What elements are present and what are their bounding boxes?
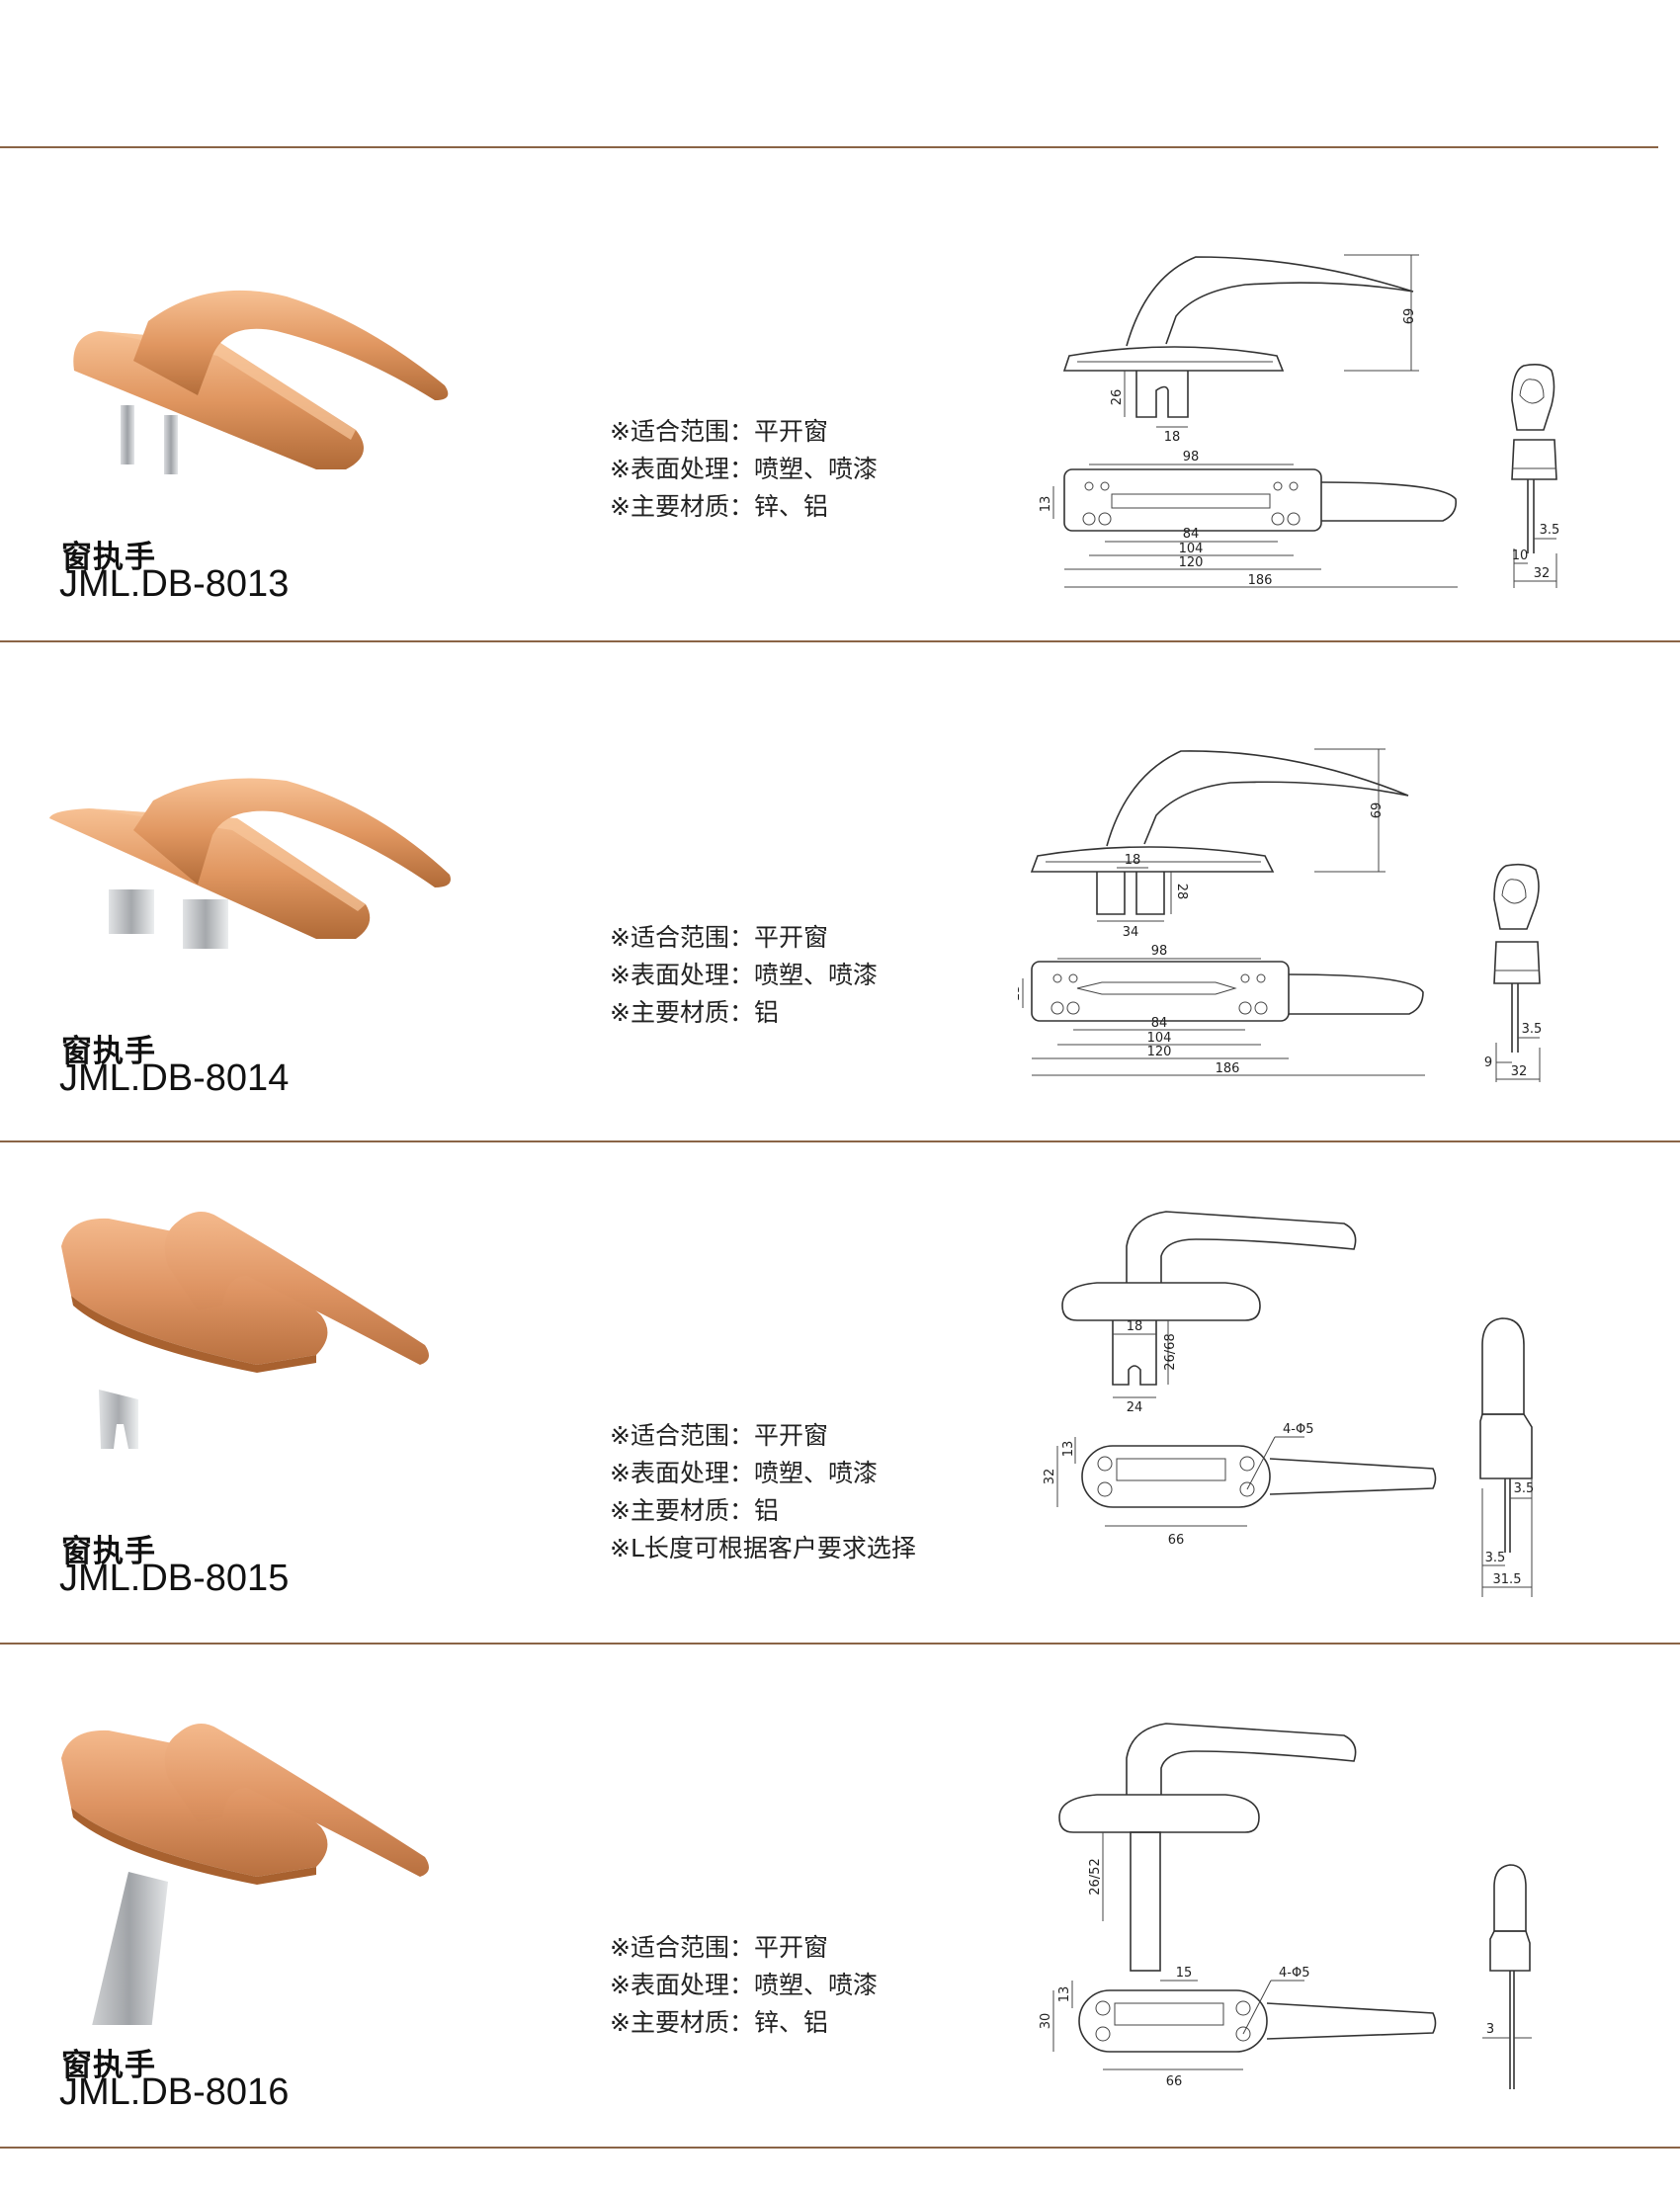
dim-holes: 4-Φ5	[1279, 1966, 1309, 1981]
spec-item: ※适合范围：平开窗	[610, 923, 828, 952]
dim-side-a: 3.5	[1522, 1022, 1543, 1037]
dim-spindle-width: 18	[1164, 430, 1181, 445]
dim-spindle-width: 15	[1176, 1966, 1193, 1981]
spec-item: ※表面处理：喷塑、喷漆	[610, 1459, 878, 1487]
spec-item: ※主要材质：锌、铝	[610, 492, 828, 521]
dim-plate-width: 30	[1039, 2013, 1053, 2030]
product-code: JML.DB-8013	[59, 563, 290, 605]
spec-item: ※表面处理：喷塑、喷漆	[610, 455, 878, 483]
dim-84: 84	[1151, 1016, 1168, 1031]
dim-side-b: 10	[1512, 548, 1529, 563]
dim-base-width: 24	[1127, 1400, 1143, 1415]
product-photo-8014	[49, 778, 451, 949]
product-category: 窗执手	[61, 1534, 156, 1569]
section-divider	[0, 2147, 1680, 2149]
product-photo-8013	[73, 290, 449, 474]
dim-plate-height: 13	[1057, 1986, 1072, 2003]
dim-base-width: 34	[1123, 925, 1139, 940]
dim-hole-span: 66	[1168, 1533, 1185, 1548]
section-divider	[0, 146, 1658, 148]
product-section-8014: 窗执手 JML.DB-8014 ※适合范围：平开窗 ※表面处理：喷塑、喷漆 ※主…	[0, 642, 1680, 1142]
dim-spindle: 26/68	[1163, 1333, 1178, 1370]
dim-hole-span: 66	[1166, 2074, 1183, 2089]
product-category: 窗执手	[61, 540, 156, 575]
dim-spindle-width: 18	[1125, 853, 1141, 868]
dim-plate-height: 13	[1018, 985, 1023, 1002]
dim-holes: 4-Φ5	[1283, 1422, 1313, 1437]
product-photo-8015	[61, 1212, 429, 1449]
spec-item: ※适合范围：平开窗	[610, 1933, 828, 1962]
product-section-8015: 窗执手 JML.DB-8015 ※适合范围：平开窗 ※表面处理：喷塑、喷漆 ※主…	[0, 1142, 1680, 1643]
technical-drawing-8016: 26/52 15 30 13 4-Φ5 66 3	[1039, 1723, 1532, 2089]
dim-120: 120	[1147, 1045, 1172, 1059]
technical-drawing-8014: 69 18 28 34 98 13 84 104 120 186 3.	[1018, 748, 1543, 1082]
dim-hole-span: 98	[1151, 944, 1168, 959]
product-category: 窗执手	[61, 2048, 156, 2083]
dim-side-width: 32	[1534, 566, 1551, 581]
dim-side-a: 3.5	[1514, 1481, 1535, 1496]
spec-list: ※适合范围：平开窗 ※表面处理：喷塑、喷漆 ※主要材质：锌、铝	[610, 413, 878, 526]
dim-side-a: 3	[1486, 2022, 1494, 2037]
dim-spindle: 26	[1110, 389, 1125, 406]
dim-hole-span: 98	[1183, 450, 1200, 464]
dim-side-b: 9	[1484, 1055, 1492, 1070]
product-code: JML.DB-8014	[59, 1057, 290, 1099]
spec-item: ※主要材质：铝	[610, 1496, 779, 1525]
spec-list: ※适合范围：平开窗 ※表面处理：喷塑、喷漆 ※主要材质：铝	[610, 919, 878, 1032]
spec-item: ※适合范围：平开窗	[610, 1421, 828, 1450]
product-section-8013: 窗执手 JML.DB-8013 ※适合范围：平开窗 ※表面处理：喷塑、喷漆 ※主…	[0, 148, 1680, 648]
product-photo-8016	[61, 1724, 429, 2025]
dim-plate-height: 13	[1061, 1441, 1076, 1458]
dim-plate-height: 13	[1039, 496, 1053, 513]
dim-side-b: 3.5	[1485, 1551, 1506, 1565]
dim-spindle-width: 18	[1127, 1319, 1143, 1334]
spec-item: ※主要材质：铝	[610, 998, 779, 1027]
dim-total: 186	[1216, 1061, 1240, 1076]
dim-plate-width: 32	[1043, 1469, 1057, 1485]
spec-item: ※表面处理：喷塑、喷漆	[610, 961, 878, 989]
dim-side-width: 31.5	[1493, 1572, 1522, 1587]
spec-item: ※适合范围：平开窗	[610, 417, 828, 446]
spec-list: ※适合范围：平开窗 ※表面处理：喷塑、喷漆 ※主要材质：锌、铝	[610, 1929, 878, 2042]
spec-item: ※表面处理：喷塑、喷漆	[610, 1971, 878, 1999]
dim-104: 104	[1179, 542, 1204, 556]
spec-item: ※主要材质：锌、铝	[610, 2008, 828, 2037]
technical-drawing-8015: 18 26/68 24 32 13 4-Φ5 66 3.5 3.5 31.5	[1043, 1211, 1535, 1597]
dim-height: 69	[1370, 802, 1385, 819]
dim-height: 69	[1402, 308, 1417, 325]
dim-side-width: 32	[1511, 1064, 1528, 1079]
spec-list: ※适合范围：平开窗 ※表面处理：喷塑、喷漆 ※主要材质：铝 ※L长度可根据客户要…	[610, 1417, 916, 1567]
dim-spindle: 28	[1174, 884, 1189, 900]
section-divider	[0, 1643, 1680, 1645]
dim-120: 120	[1179, 555, 1204, 570]
dim-104: 104	[1147, 1031, 1172, 1046]
dim-side-a: 3.5	[1540, 523, 1560, 538]
product-section-8016: 窗执手 JML.DB-8016 ※适合范围：平开窗 ※表面处理：喷塑、喷漆 ※主…	[0, 1645, 1680, 2145]
dim-spindle: 26/52	[1088, 1858, 1103, 1895]
spec-item: ※L长度可根据客户要求选择	[610, 1534, 916, 1562]
product-code: JML.DB-8015	[59, 1558, 290, 1599]
section-divider	[0, 1140, 1680, 1142]
dim-total: 186	[1248, 573, 1273, 588]
section-divider	[0, 640, 1680, 642]
dim-84: 84	[1183, 527, 1200, 542]
technical-drawing-8013: 69 26 18 98 13 84 104 120 186 3.5 1	[1039, 254, 1560, 588]
product-category: 窗执手	[61, 1034, 156, 1069]
product-code: JML.DB-8016	[59, 2071, 290, 2113]
